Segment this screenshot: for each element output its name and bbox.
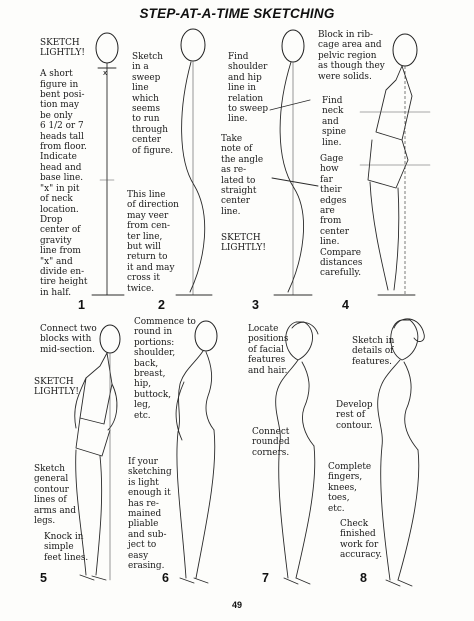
step-4-text-2: Find neck and spine line. bbox=[322, 96, 347, 148]
step-5-number: 5 bbox=[40, 571, 47, 585]
step-5-text-2: SKETCH LIGHTLY! bbox=[34, 377, 79, 398]
step-1-number: 1 bbox=[78, 298, 85, 312]
step-6-number: 6 bbox=[162, 571, 169, 585]
figure-7-sketch bbox=[275, 321, 319, 585]
page-number: 49 bbox=[231, 600, 242, 610]
page-title: STEP-AT-A-TIME SKETCHING bbox=[139, 6, 335, 21]
svg-text:x: x bbox=[103, 69, 107, 77]
step-5-text: Connect two blocks with mid-section. bbox=[40, 324, 97, 355]
step-2-text: Sketch in a sweep line which seems to ru… bbox=[132, 52, 174, 156]
step-3-text-3: SKETCH LIGHTLY! bbox=[221, 233, 266, 254]
step-8-number: 8 bbox=[360, 571, 367, 585]
step-3-number: 3 bbox=[252, 298, 259, 312]
figure-6-sketch bbox=[175, 320, 218, 584]
step-5-text-3: Sketch general contour lines of arms and… bbox=[34, 464, 77, 527]
step-8-text-2: Develop rest of contour. bbox=[336, 400, 373, 431]
figure-3-sketch bbox=[269, 29, 319, 296]
step-2-number: 2 bbox=[158, 298, 165, 312]
step-6-text-2: If your sketching is light enough it has… bbox=[128, 457, 172, 572]
step-4-number: 4 bbox=[342, 298, 349, 312]
figure-8-sketch bbox=[377, 318, 425, 587]
figure-2-sketch bbox=[175, 28, 213, 296]
figure-4-sketch bbox=[359, 33, 431, 296]
step-6-text: Commence to round in portions: shoulder,… bbox=[134, 317, 196, 421]
figure-5-sketch bbox=[74, 324, 121, 581]
step-8-text: Sketch in details of features. bbox=[352, 336, 395, 367]
step-8-text-3: Complete fingers, knees, toes, etc. bbox=[328, 462, 372, 514]
step-1-text: SKETCH LIGHTLY! A short figure in bent p… bbox=[40, 38, 88, 298]
step-4-text: Block in rib- cage area and pelvic regio… bbox=[318, 30, 385, 82]
step-7-number: 7 bbox=[262, 571, 269, 585]
step-8-text-4: Check finished work for accuracy. bbox=[340, 519, 383, 561]
step-7-text-2: Connect rounded corners. bbox=[252, 427, 290, 458]
step-2-text-2: This line of direction may veer from cen… bbox=[127, 190, 179, 294]
step-3-text: Find shoulder and hip line in relation t… bbox=[228, 52, 269, 125]
step-3-text-2: Take note of the angle as re- lated to s… bbox=[221, 134, 264, 217]
figure-1-sketch: x bbox=[91, 32, 125, 296]
step-7-text: Locate positions of facial features and … bbox=[248, 324, 289, 376]
step-4-text-3: Gage how far their edges are from center… bbox=[320, 154, 363, 279]
step-5-text-4: Knock in simple feet lines. bbox=[44, 532, 89, 563]
